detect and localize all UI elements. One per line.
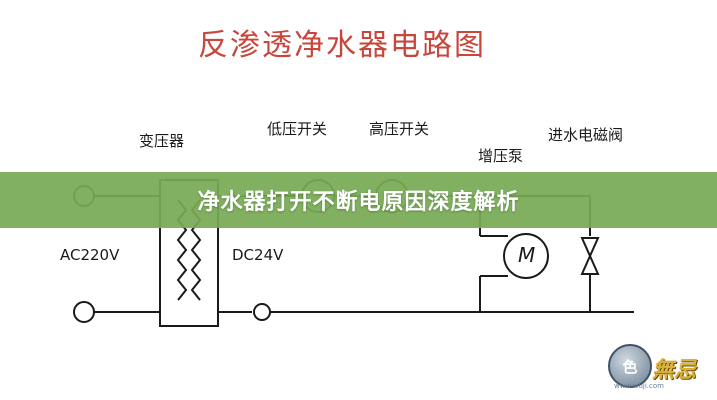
solenoid-valve-upper [580,237,600,259]
diagram-title: 反渗透净水器电路图 [198,28,486,63]
watermark-url: www.wuji.com [614,382,664,390]
transformer-label: 变压器 [139,132,185,150]
watermark-brand: 無忌 [652,357,697,383]
ac-terminal-bottom [73,301,95,323]
booster-pump-label: 增压泵 [478,147,524,165]
watermark-logo: 色 無忌 www.wuji.com [604,342,712,392]
high-pressure-switch-label: 高压开关 [369,120,430,138]
dc-output-label: DC24V [232,246,284,264]
solenoid-valve-lower [580,253,600,275]
banner-text: 净水器打开不断电原因深度解析 [197,190,520,215]
low-pressure-switch-label: 低压开关 [267,120,328,138]
booster-pump-motor [503,233,549,279]
ac-input-label: AC220V [60,246,120,264]
caption-banner: 净水器打开不断电原因深度解析 [0,172,717,228]
inlet-solenoid-valve-label: 进水电磁阀 [548,126,624,144]
watermark-badge: 色 [608,344,652,388]
dc-terminal-bottom [253,303,271,321]
motor-symbol-label: M [518,243,536,267]
